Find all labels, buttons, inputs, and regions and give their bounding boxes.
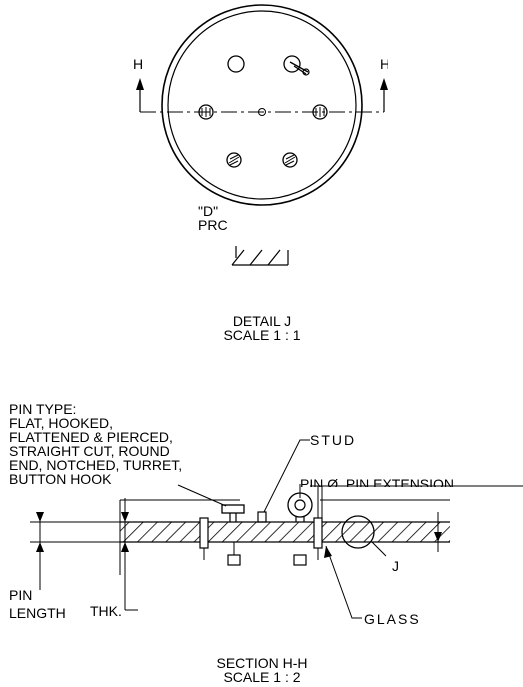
hook-pin (283, 55, 310, 76)
header-outer-circle (161, 4, 363, 206)
pin-right (312, 104, 328, 120)
section-arrowhead-right (380, 78, 388, 90)
detail-j-circle (341, 515, 375, 549)
section-mark-left: H (133, 56, 144, 72)
glass-body (120, 522, 450, 542)
detail-ref-label: J (392, 558, 399, 574)
callout-d-line1: "D" (198, 203, 219, 219)
section-small-pin-left (199, 517, 209, 560)
detail-title: DETAIL J (232, 313, 292, 329)
callout-d-line2: PRC (198, 218, 228, 232)
pin-type-line: FLAT, HOOKED, (9, 415, 113, 431)
pin-length-line2: LENGTH (9, 605, 66, 621)
centre-hole (258, 108, 266, 116)
pin-type-note: PIN TYPE: FLAT, HOOKED, FLATTENED & PIER… (9, 402, 182, 486)
glass-label: GLASS (364, 611, 421, 627)
section-small-pin-right (313, 517, 323, 560)
pin-type-line: BUTTON HOOK (9, 471, 112, 487)
section-scale: SCALE 1 : 2 (223, 669, 301, 685)
pin-type-leader (177, 484, 227, 507)
pin-type-line: FLATTENED & PIERCED, (9, 429, 173, 445)
pin-type-line: STRAIGHT CUT, ROUND (9, 443, 170, 459)
pin-lower-left (226, 152, 242, 168)
hatched-fragment (231, 246, 289, 266)
pin-lower-right (282, 152, 298, 168)
section-arrowhead-left (136, 78, 144, 90)
section-flat-pin (221, 504, 245, 566)
stud-label: STUD (310, 432, 357, 448)
pin-left (198, 104, 214, 120)
header-inner-circle (167, 10, 357, 200)
open-hole (227, 55, 245, 73)
pin-type-line: END, NOTCHED, TURRET, (9, 457, 183, 473)
section-title: SECTION H-H (216, 655, 308, 671)
pin-length-line1: PIN (9, 587, 33, 603)
detail-scale: SCALE 1 : 1 (223, 327, 301, 343)
section-h-h-view (30, 439, 523, 619)
thk-label: THK. (90, 603, 122, 619)
glass-leader (325, 545, 362, 619)
section-stud (257, 511, 267, 523)
section-mark-right: H (380, 57, 388, 71)
stud-leader (263, 439, 310, 513)
pin-extension-label: PIN Ø PIN EXTENSION (300, 477, 455, 487)
pin-type-line: PIN TYPE: (9, 401, 77, 417)
detail-j-view (136, 4, 388, 266)
